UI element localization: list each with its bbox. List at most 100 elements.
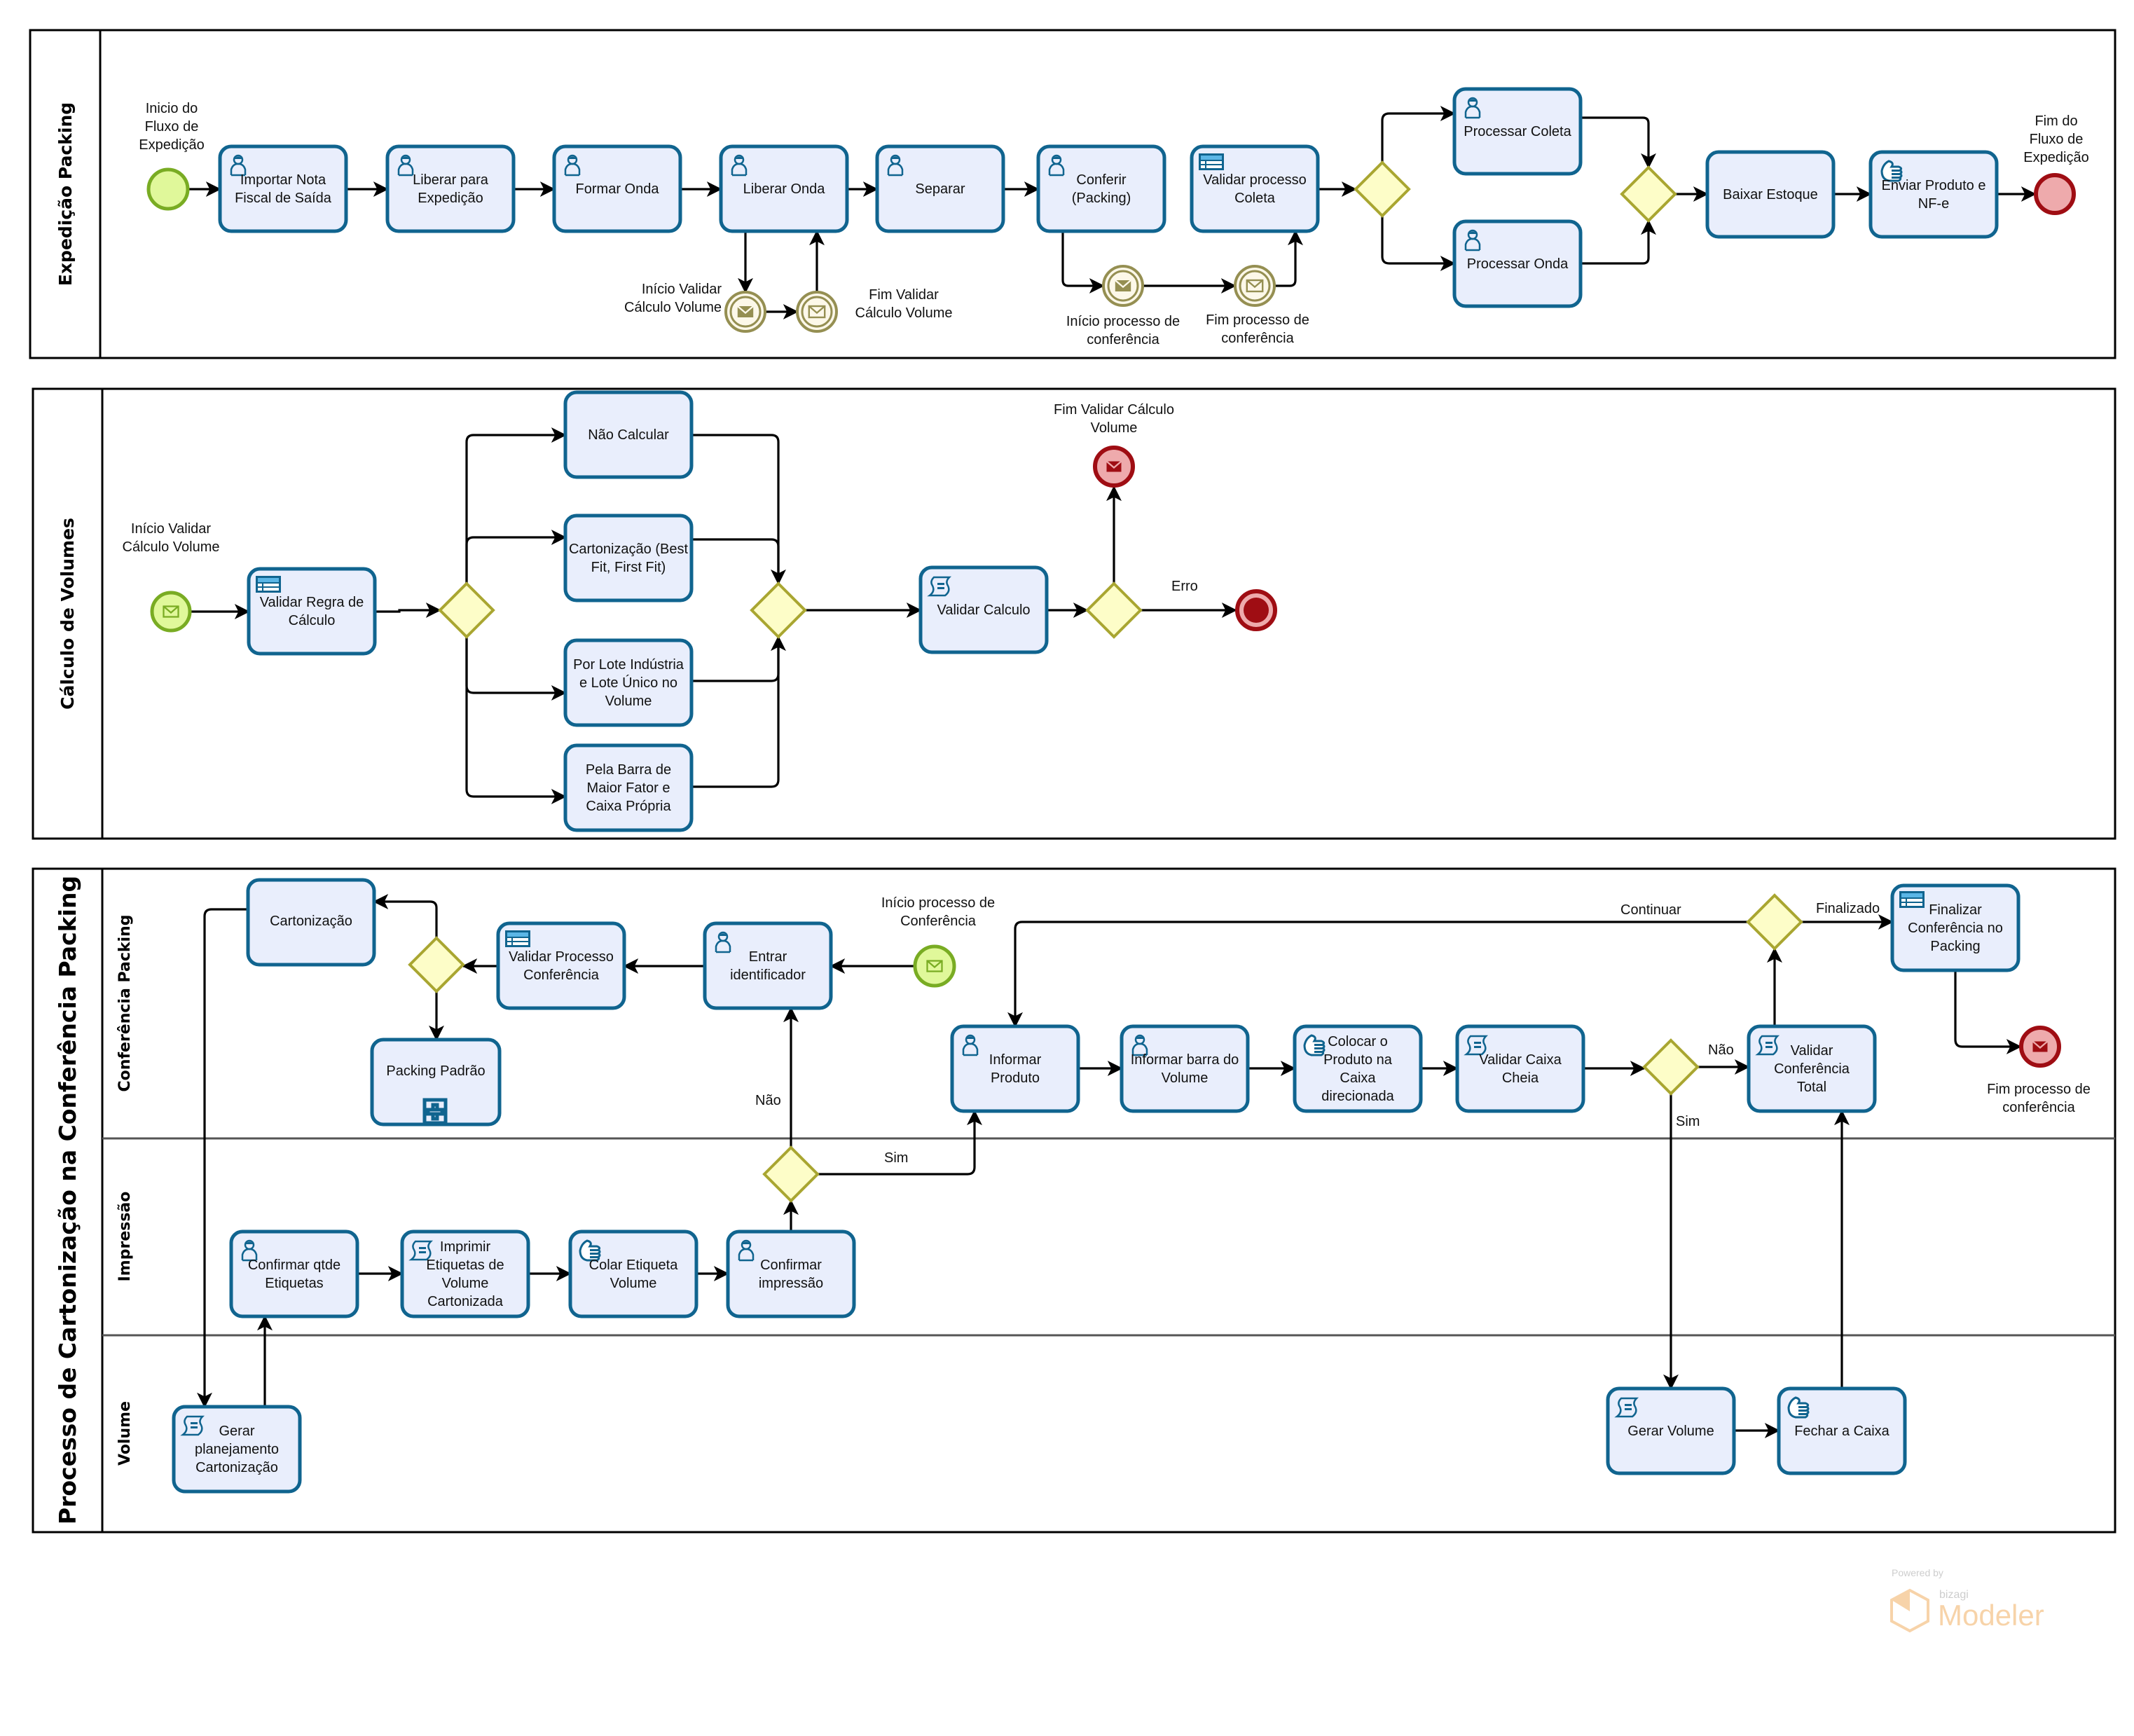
- flows-pool1: [188, 106, 2037, 319]
- pool-title: Processo de Cartonização na Conferência …: [54, 876, 81, 1524]
- task-label: Validar processo Coleta: [1203, 172, 1307, 206]
- task-validar-processo-coleta[interactable]: [1190, 144, 1320, 233]
- task-enviar-produto[interactable]: [1868, 150, 1999, 239]
- task-informar-produto[interactable]: [950, 1024, 1080, 1113]
- task-validar-conferencia-total[interactable]: [1747, 1024, 1877, 1113]
- task-label: Validar Calculo: [937, 602, 1031, 618]
- end-event-terminate-erro[interactable]: [1235, 589, 1277, 631]
- envelope-filled-icon: [2032, 1040, 2049, 1052]
- start-event-message-calculo[interactable]: [150, 591, 192, 633]
- subprocess-packing-padrao[interactable]: [370, 1038, 502, 1127]
- task-processar-onda[interactable]: [1452, 219, 1583, 308]
- event-label-inicio-conf: Início processo de conferência: [1066, 314, 1180, 347]
- start-event-message-conferencia[interactable]: [913, 944, 956, 988]
- task-nao-calcular[interactable]: [563, 390, 694, 479]
- end-event-expedicao[interactable]: [2034, 173, 2076, 215]
- gateway-impressao-ok[interactable]: [762, 1145, 820, 1203]
- task-label: Processar Coleta: [1464, 123, 1571, 139]
- gateway-split-coleta-onda[interactable]: [1354, 160, 1411, 218]
- task-conferir-packing[interactable]: [1036, 144, 1166, 233]
- task-importar-nota[interactable]: [218, 144, 348, 233]
- task-colar-etiqueta[interactable]: [568, 1229, 698, 1318]
- task-label: Cartonização (Best Fit, First Fit): [568, 541, 689, 575]
- gateway-regra-calculo[interactable]: [438, 581, 495, 639]
- lane-title-impressao: Impressão: [116, 1192, 134, 1282]
- expand-subprocess-icon[interactable]: [422, 1098, 448, 1125]
- event-label-inicio-validar: Início Validar Cálculo Volume: [624, 282, 722, 315]
- event-label-start: Início Validar Cálculo Volume: [122, 521, 220, 555]
- task-label: Finalizar Conferência no Packing: [1908, 902, 2003, 954]
- gateway-processo-conferencia[interactable]: [408, 936, 465, 993]
- envelope-filled-icon: [737, 305, 754, 317]
- gateway-merge-coleta-onda[interactable]: [1620, 165, 1677, 223]
- task-liberar-onda[interactable]: [719, 144, 849, 233]
- end-event-message-conferencia[interactable]: [2019, 1026, 2061, 1068]
- envelope-filled-icon: [1106, 460, 1122, 472]
- task-label: Liberar para Expedição: [413, 172, 488, 206]
- task-processar-coleta[interactable]: [1452, 87, 1583, 176]
- intermediate-event-fim-conf[interactable]: [1234, 265, 1276, 307]
- task-label: Importar Nota Fiscal de Saída: [235, 172, 331, 206]
- event-label-start: Inicio do Fluxo de Expedição: [139, 101, 205, 153]
- task-gerar-volume[interactable]: [1606, 1386, 1736, 1475]
- event-label-fim-validar: Fim Validar Cálculo Volume: [855, 287, 953, 321]
- flow-label-continuar: Continuar: [1620, 902, 1681, 918]
- watermark-brand: bizagi: [1939, 1589, 1969, 1601]
- envelope-filled-icon: [1115, 280, 1131, 291]
- task-label: Colar Etiqueta Volume: [588, 1257, 678, 1291]
- task-confirmar-impressao[interactable]: [726, 1229, 856, 1318]
- flow-label-sim: Sim: [1676, 1114, 1700, 1129]
- task-confirmar-qtde-etiquetas[interactable]: [229, 1229, 359, 1318]
- task-por-lote[interactable]: [563, 638, 694, 727]
- intermediate-event-inicio-validar[interactable]: [724, 291, 766, 333]
- watermark-powered-by: Powered by: [1892, 1567, 1943, 1578]
- task-label: Baixar Estoque: [1723, 186, 1818, 202]
- task-fechar-caixa[interactable]: [1777, 1386, 1907, 1475]
- gateway-merge-calculo[interactable]: [750, 581, 807, 639]
- task-formar-onda[interactable]: [552, 144, 682, 233]
- flow-label-nao: Não: [755, 1093, 781, 1108]
- task-validar-caixa-cheia[interactable]: [1455, 1024, 1585, 1113]
- task-label: Fechar a Caixa: [1794, 1423, 1889, 1439]
- event-label-end: Fim do Fluxo de Expedição: [2023, 113, 2089, 165]
- task-validar-processo-conferencia[interactable]: [496, 921, 626, 1010]
- gateway-caixa-cheia[interactable]: [1642, 1038, 1700, 1096]
- task-label: Informar Produto: [989, 1052, 1042, 1086]
- task-informar-barra-volume[interactable]: [1120, 1024, 1250, 1113]
- task-label: Não Calcular: [588, 427, 669, 443]
- task-label: Por Lote Indústria e Lote Único no Volum…: [573, 656, 684, 709]
- task-label: Confirmar qtde Etiquetas: [247, 1257, 341, 1291]
- task-cartonizacao-best-fit[interactable]: [563, 514, 694, 602]
- gateway-conferencia-total[interactable]: [1746, 893, 1803, 951]
- intermediate-event-inicio-conf[interactable]: [1102, 265, 1144, 307]
- gateway-validar-calculo[interactable]: [1085, 581, 1143, 639]
- flow-label-finalizado: Finalizado: [1816, 901, 1880, 916]
- task-liberar-expedicao[interactable]: [385, 144, 516, 233]
- task-cartonizacao[interactable]: [246, 878, 376, 967]
- event-label-start: Início processo de Conferência: [881, 895, 996, 929]
- task-baixar-estoque[interactable]: [1705, 150, 1836, 239]
- flows-pool3: [197, 894, 2022, 1438]
- flow-label-erro: Erro: [1171, 579, 1198, 594]
- task-entrar-identificador[interactable]: [703, 921, 833, 1010]
- flow-label-nao: Não: [1708, 1042, 1734, 1058]
- end-event-message-fim-validar[interactable]: [1093, 446, 1135, 488]
- start-event-expedicao[interactable]: [146, 167, 190, 211]
- task-separar[interactable]: [875, 144, 1005, 233]
- pool-title: Expedição Packing: [55, 102, 76, 286]
- task-finalizar-conferencia[interactable]: [1890, 883, 2021, 972]
- task-label: Imprimir Etiquetas de Volume Cartonizada: [426, 1239, 504, 1309]
- task-label: Pela Barra de Maior Fator e Caixa Própri…: [585, 762, 672, 814]
- task-pela-barra[interactable]: [563, 743, 694, 832]
- task-validar-calculo[interactable]: [918, 565, 1049, 654]
- task-gerar-planejamento[interactable]: [172, 1405, 302, 1494]
- task-label: Processar Onda: [1466, 256, 1569, 272]
- intermediate-event-fim-validar[interactable]: [796, 291, 838, 333]
- task-validar-regra-calculo[interactable]: [247, 567, 377, 656]
- task-imprimir-etiquetas[interactable]: [400, 1229, 530, 1318]
- task-label: Validar Processo Conferência: [509, 949, 614, 983]
- task-label: Conferir (Packing): [1071, 172, 1131, 206]
- task-colocar-produto[interactable]: [1293, 1024, 1423, 1113]
- task-label: Entrar identificador: [730, 949, 806, 983]
